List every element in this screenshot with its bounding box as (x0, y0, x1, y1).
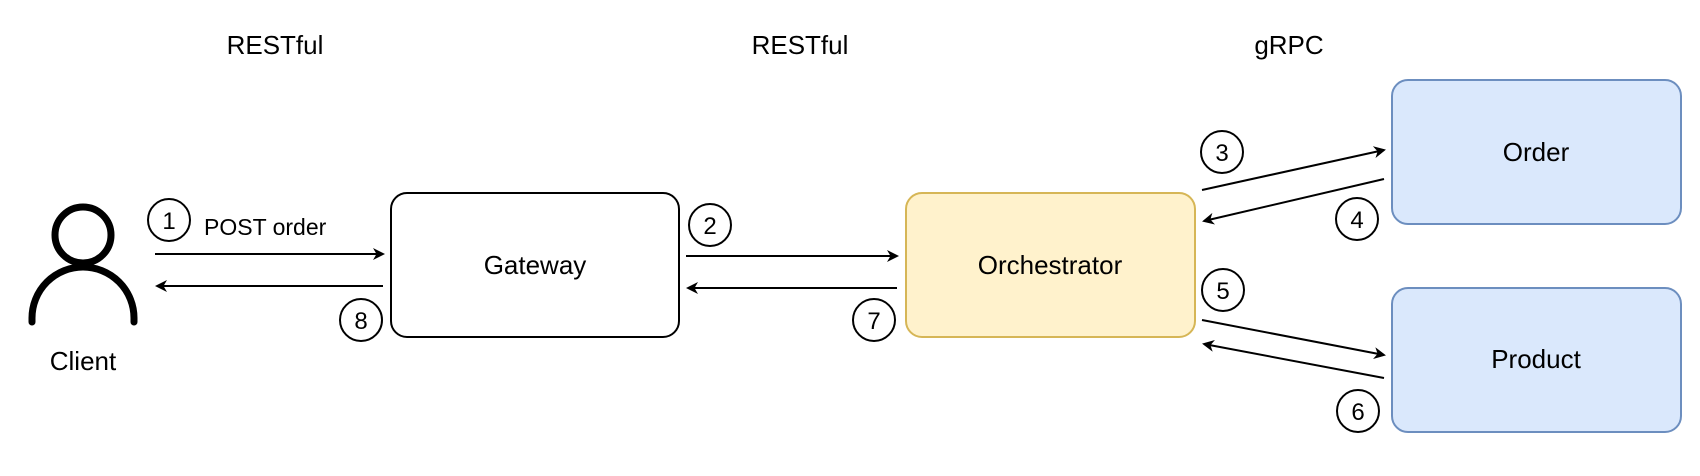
svg-text:2: 2 (703, 213, 716, 240)
edge-label-post-order: POST order (204, 214, 327, 240)
product-box (1391, 287, 1682, 433)
user-icon (28, 203, 138, 326)
svg-text:1: 1 (162, 208, 175, 235)
protocol-label-client-gateway: RESTful (227, 30, 324, 60)
protocol-label-orchestrator-services: gRPC (1254, 30, 1323, 60)
gateway-node[interactable]: Gateway (390, 192, 680, 338)
arrow-product-to-orchestrator (1202, 339, 1385, 379)
order-label: Order (1503, 137, 1570, 167)
arrow-orchestrator-to-order (1201, 146, 1386, 191)
orchestrator-node[interactable]: Orchestrator (905, 192, 1196, 338)
step-badge-2: 2 (688, 203, 732, 247)
order-box (1391, 79, 1682, 225)
svg-text:7: 7 (867, 308, 880, 335)
step-badge-3: 3 (1200, 130, 1244, 174)
product-label: Product (1491, 344, 1581, 374)
arrow-orchestrator-to-product (1201, 319, 1386, 360)
step-badge-4: 4 (1335, 197, 1379, 241)
svg-text:4: 4 (1350, 207, 1363, 234)
orchestrator-box (905, 192, 1196, 338)
client-actor: Client (28, 203, 138, 376)
orchestrator-label: Orchestrator (978, 250, 1123, 280)
step-badge-5: 5 (1201, 268, 1245, 312)
client-label: Client (50, 346, 117, 376)
svg-text:3: 3 (1215, 140, 1228, 167)
protocol-label-gateway-orchestrator: RESTful (752, 30, 849, 60)
product-node[interactable]: Product (1391, 287, 1682, 433)
svg-text:6: 6 (1351, 399, 1364, 426)
step-badge-6: 6 (1336, 389, 1380, 433)
order-node[interactable]: Order (1391, 79, 1682, 225)
step-badge-8: 8 (339, 298, 383, 342)
gateway-box (390, 192, 680, 338)
svg-text:8: 8 (354, 308, 367, 335)
arrow-order-to-orchestrator (1202, 178, 1385, 225)
step-badge-1: 1 (147, 198, 191, 242)
step-badge-7: 7 (852, 298, 896, 342)
gateway-label: Gateway (484, 250, 587, 280)
svg-text:5: 5 (1216, 278, 1229, 305)
